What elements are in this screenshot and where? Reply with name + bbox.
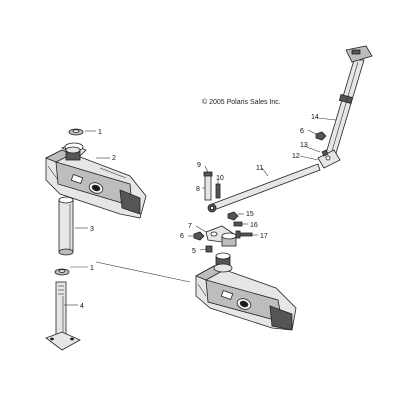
callout-13: 13: [300, 142, 308, 149]
callout-11: 11: [256, 165, 263, 172]
callout-4: 4: [80, 303, 84, 310]
part-steering-housing-lower: [195, 252, 297, 331]
callout-17: 17: [260, 233, 268, 240]
part-steering-housing-upper: [45, 142, 147, 219]
assembly-reference-line: [95, 261, 191, 283]
part-tie-rod: [207, 163, 321, 213]
part-pin-8: [215, 183, 221, 199]
callout-8: 8: [196, 186, 200, 193]
part-bolt-17: [235, 230, 253, 239]
leader-lines: [64, 117, 337, 306]
part-steering-column: [323, 45, 373, 161]
part-nut-6-lower: [193, 231, 205, 241]
part-washer-lower: [54, 268, 70, 276]
callout-5: 5: [192, 248, 196, 255]
part-rod-end-12: [317, 149, 341, 169]
part-bolt-16: [233, 221, 243, 227]
callout-15: 15: [246, 211, 254, 218]
part-pitman-arm: [205, 225, 237, 247]
part-nut-13: [321, 149, 329, 157]
callout-7: 7: [188, 223, 192, 230]
callout-12: 12: [292, 153, 300, 160]
callout-6-lower: 6: [180, 233, 184, 240]
callout-2: 2: [112, 155, 116, 162]
callout-3: 3: [90, 226, 94, 233]
part-nut-15: [227, 211, 239, 221]
callout-14: 14: [311, 114, 319, 121]
part-steering-post: [45, 281, 81, 351]
part-steering-tube: [58, 196, 74, 256]
callout-1-lower: 1: [90, 265, 94, 272]
part-bolt-9: [203, 171, 213, 201]
part-washer-upper: [68, 128, 84, 136]
callout-10: 10: [216, 175, 224, 182]
part-bolt-5: [205, 245, 213, 253]
copyright-text: © 2005 Polaris Sales Inc.: [202, 98, 281, 106]
callout-9: 9: [197, 162, 201, 169]
callout-1-upper: 1: [98, 129, 102, 136]
callout-6-upper: 6: [300, 128, 304, 135]
part-nut-6-upper: [315, 131, 327, 141]
callout-16: 16: [250, 222, 258, 229]
